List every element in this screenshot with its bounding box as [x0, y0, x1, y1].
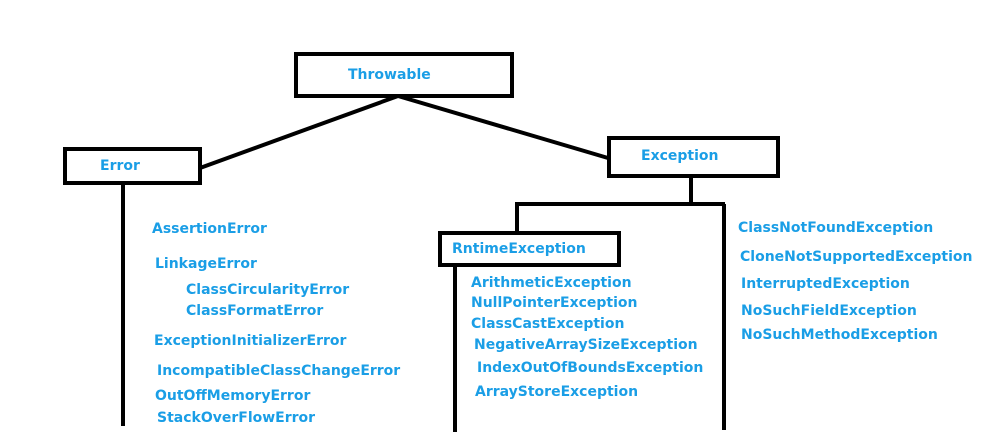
error-child-item: ClassCircularityError	[186, 282, 350, 298]
error-child-item: ExceptionInitializerError	[154, 333, 347, 349]
error-label: Error	[100, 158, 140, 174]
runtime-child-item: ClassCastException	[471, 316, 625, 332]
error-child-item: OutOffMemoryError	[155, 388, 311, 404]
exception-child-item: CloneNotSupportedException	[740, 249, 973, 265]
runtime-child-item: NullPointerException	[471, 295, 638, 311]
exception-child-item: InterruptedException	[741, 276, 910, 292]
exception-child-item: NoSuchMethodException	[741, 327, 938, 343]
throwable-to-exception-line	[397, 94, 609, 160]
runtime-child-item: ArithmeticException	[471, 275, 632, 291]
exception-label: Exception	[641, 148, 719, 164]
exception-node: Exception	[607, 136, 780, 178]
throwable-node: Throwable	[294, 52, 514, 98]
error-child-item: LinkageError	[155, 256, 257, 272]
throwable-label: Throwable	[348, 67, 431, 83]
error-child-item: IncompatibleClassChangeError	[157, 363, 401, 379]
runtime-child-item: IndexOutOfBoundsException	[477, 360, 704, 376]
runtime-exception-label: RntimeException	[452, 241, 586, 257]
error-child-item: ClassFormatError	[186, 303, 324, 319]
runtime-child-item: ArrayStoreException	[475, 384, 639, 400]
runtime-child-item: NegativeArraySizeException	[474, 337, 698, 353]
error-child-item: StackOverFlowError	[157, 410, 316, 426]
exception-child-item: NoSuchFieldException	[741, 303, 917, 319]
error-node: Error	[63, 147, 202, 185]
exception-child-item: ClassNotFoundException	[738, 220, 934, 236]
throwable-to-error-line	[199, 94, 399, 170]
runtime-exception-node: RntimeException	[438, 231, 621, 267]
error-child-item: AssertionError	[152, 221, 267, 237]
